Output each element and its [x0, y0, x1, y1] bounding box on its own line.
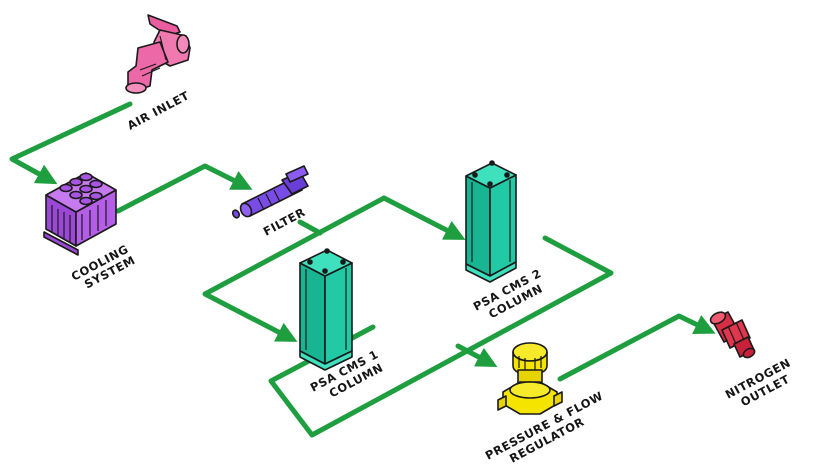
air-inlet-label: AIR INLET	[125, 88, 192, 132]
pipe-columns-to-regulator-loop	[268, 235, 614, 438]
cooling-system-label: COOLING SYSTEM	[69, 240, 141, 296]
pipe-network	[9, 101, 716, 438]
psa-cms-1-column-icon	[299, 248, 353, 371]
nitrogen-outlet-icon	[709, 311, 756, 359]
pipe-loop-to-column-1	[202, 195, 387, 342]
pipe-cooling-to-filter	[115, 163, 253, 214]
air-inlet-tap-icon	[125, 14, 191, 94]
pipe-inlet-to-cooling	[9, 101, 133, 185]
nitrogen-outlet-label: NITROGEN OUTLET	[723, 353, 804, 414]
cooling-system-icon	[43, 172, 117, 256]
pipe-filter-to-psa-loop	[297, 219, 323, 236]
psa-cms-2-column-icon	[465, 160, 517, 283]
pipe-regulator-to-outlet	[557, 313, 716, 382]
pipe-loop-to-column-2	[381, 195, 466, 240]
pressure-flow-regulator-icon	[497, 342, 563, 415]
filter-icon	[231, 165, 309, 219]
pipe-to-regulator	[455, 343, 498, 367]
